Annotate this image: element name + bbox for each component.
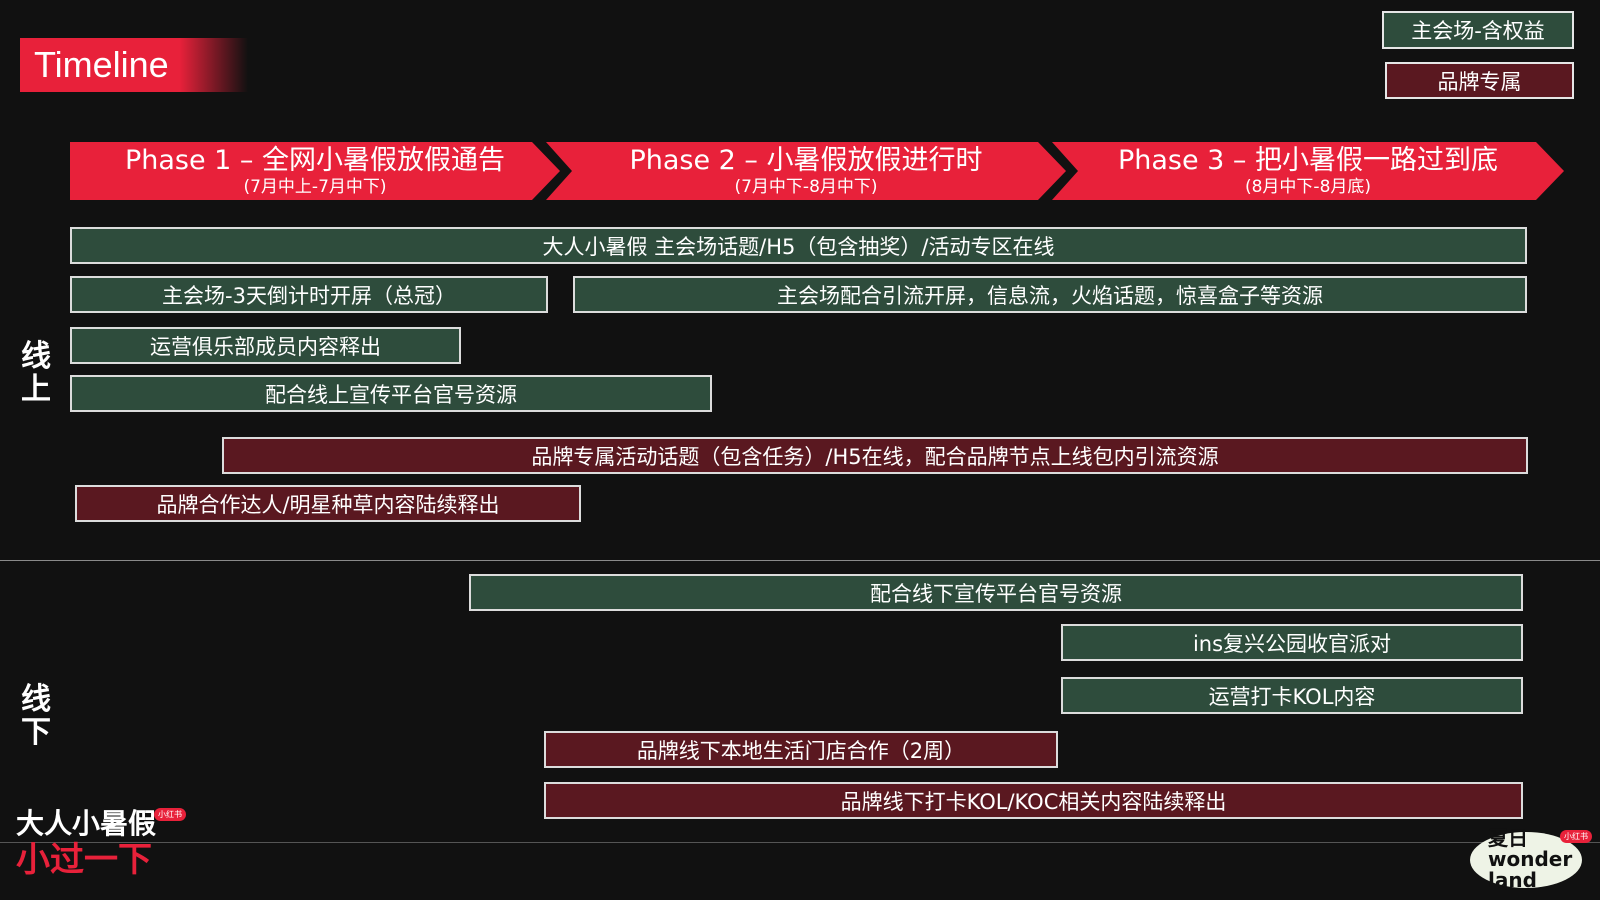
phase-2-dates: (7月中下-8月中下)	[734, 177, 878, 197]
footer-rule	[0, 842, 1600, 843]
timeline-bar: 主会场配合引流开屏，信息流，火焰话题，惊喜盒子等资源	[573, 276, 1527, 313]
phase-1-title: Phase 1 – 全网小暑假放假通告	[124, 145, 506, 176]
campaign-logo-line2: 小过一下	[16, 840, 152, 880]
phase-1-dates: (7月中上-7月中下)	[243, 177, 387, 197]
phase-1: Phase 1 – 全网小暑假放假通告 (7月中上-7月中下)	[70, 142, 560, 200]
phase-3: Phase 3 – 把小暑假一路过到底 (8月中下-8月底)	[1052, 142, 1564, 200]
wonderland-logo-line1: 夏日	[1488, 826, 1528, 850]
phase-2-title: Phase 2 – 小暑假放假进行时	[629, 145, 983, 176]
timeline-bar: 品牌线下本地生活门店合作（2周）	[544, 731, 1058, 768]
timeline-bar: 品牌线下打卡KOL/KOC相关内容陆续释出	[544, 782, 1523, 819]
online-section-label: 线上	[21, 339, 51, 407]
timeline-bar: 大人小暑假 主会场话题/H5（包含抽奖）/活动专区在线	[70, 227, 1527, 264]
wonderland-logo: 夏日 wonder land 小红书	[1470, 824, 1592, 894]
timeline-bar: 运营打卡KOL内容	[1061, 677, 1523, 714]
xiaohongshu-badge: 小红书	[154, 808, 186, 821]
timeline-bar: 配合线下宣传平台官号资源	[469, 574, 1523, 611]
phase-3-dates: (8月中下-8月底)	[1244, 177, 1372, 197]
legend-main-venue: 主会场-含权益	[1382, 11, 1574, 49]
timeline-bar: 运营俱乐部成员内容释出	[70, 327, 461, 364]
timeline-bar: 主会场-3天倒计时开屏（总冠）	[70, 276, 548, 313]
xiaohongshu-badge: 小红书	[1560, 830, 1592, 843]
offline-section-label: 线下	[21, 682, 51, 750]
timeline-bar: 品牌合作达人/明星种草内容陆续释出	[75, 485, 581, 522]
timeline-bar: 配合线上宣传平台官号资源	[70, 375, 712, 412]
page-title: Timeline	[20, 38, 248, 92]
wonderland-logo-line3: land	[1488, 868, 1537, 892]
campaign-logo: 大人小暑假 小过一下 小红书	[16, 808, 186, 892]
timeline-bar: ins复兴公园收官派对	[1061, 624, 1523, 661]
timeline-bar: 品牌专属活动话题（包含任务）/H5在线，配合品牌节点上线包内引流资源	[222, 437, 1528, 474]
section-divider	[0, 560, 1600, 561]
phase-3-title: Phase 3 – 把小暑假一路过到底	[1117, 145, 1499, 176]
campaign-logo-line1: 大人小暑假	[16, 807, 157, 840]
legend-brand-exclusive: 品牌专属	[1385, 62, 1574, 99]
phase-2: Phase 2 – 小暑假放假进行时 (7月中下-8月中下)	[546, 142, 1066, 200]
wonderland-logo-line2: wonder	[1488, 847, 1573, 871]
